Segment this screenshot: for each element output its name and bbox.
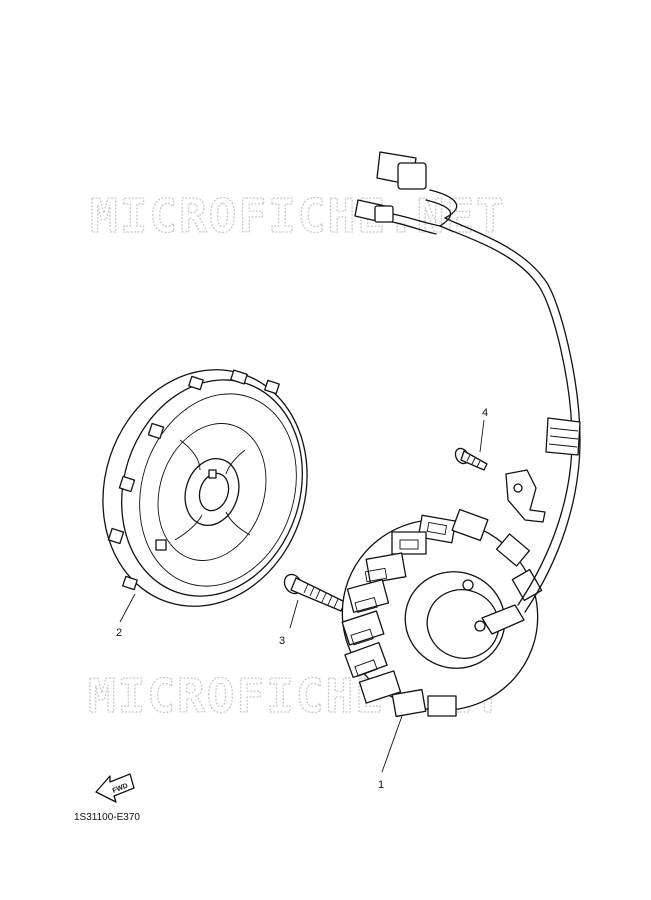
screw[interactable] [453,446,488,471]
diagram-code: 1S31100-E370 [74,812,140,823]
wire-bracket [505,469,546,523]
part-number-2: 2 [116,627,122,639]
wire-harness [354,151,581,613]
part-number-1: 1 [378,779,384,791]
part-number-4: 4 [482,407,488,419]
flywheel-magnets [107,369,280,591]
part-number-3: 3 [279,635,285,647]
leaders [119,419,485,773]
fwd-arrow-icon: FWD [95,773,135,803]
stator-assembly[interactable] [315,492,564,738]
stator-poles [341,508,543,718]
watermark-top: MICROFICHE.NET [90,189,506,243]
bolt[interactable] [281,571,346,612]
flywheel-rotor[interactable] [73,343,337,633]
